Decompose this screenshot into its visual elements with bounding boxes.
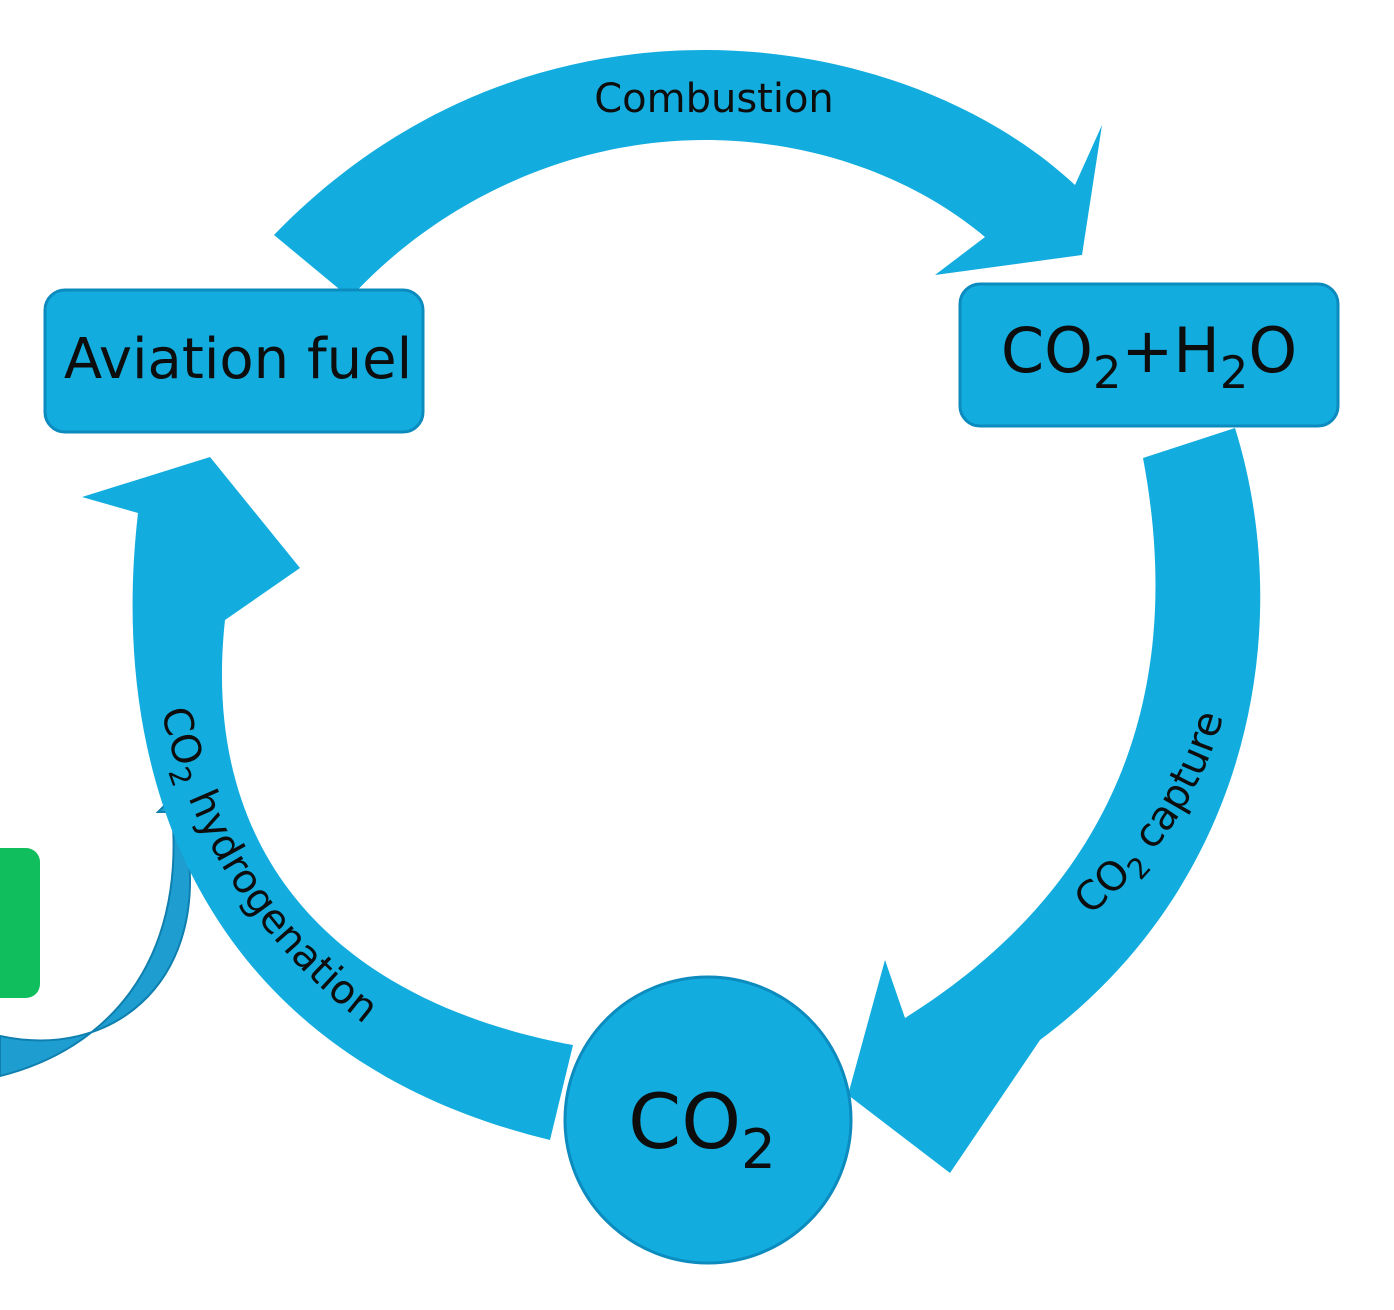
aviation-fuel-node	[43, 288, 425, 434]
co2-label: CO2	[628, 1077, 776, 1181]
co2-node	[563, 975, 853, 1265]
co2-capture-arrow	[848, 428, 1261, 1173]
co2-hydrogenation-arrow	[82, 457, 573, 1140]
co2-h2o-node	[958, 282, 1340, 428]
combustion-label: Combustion	[594, 76, 834, 122]
green-box	[0, 848, 40, 998]
co2-h2o-label: CO2+H2O	[1001, 314, 1297, 399]
aviation-fuel-label: Aviation fuel	[64, 327, 412, 392]
combustion-arrow	[274, 50, 1102, 298]
